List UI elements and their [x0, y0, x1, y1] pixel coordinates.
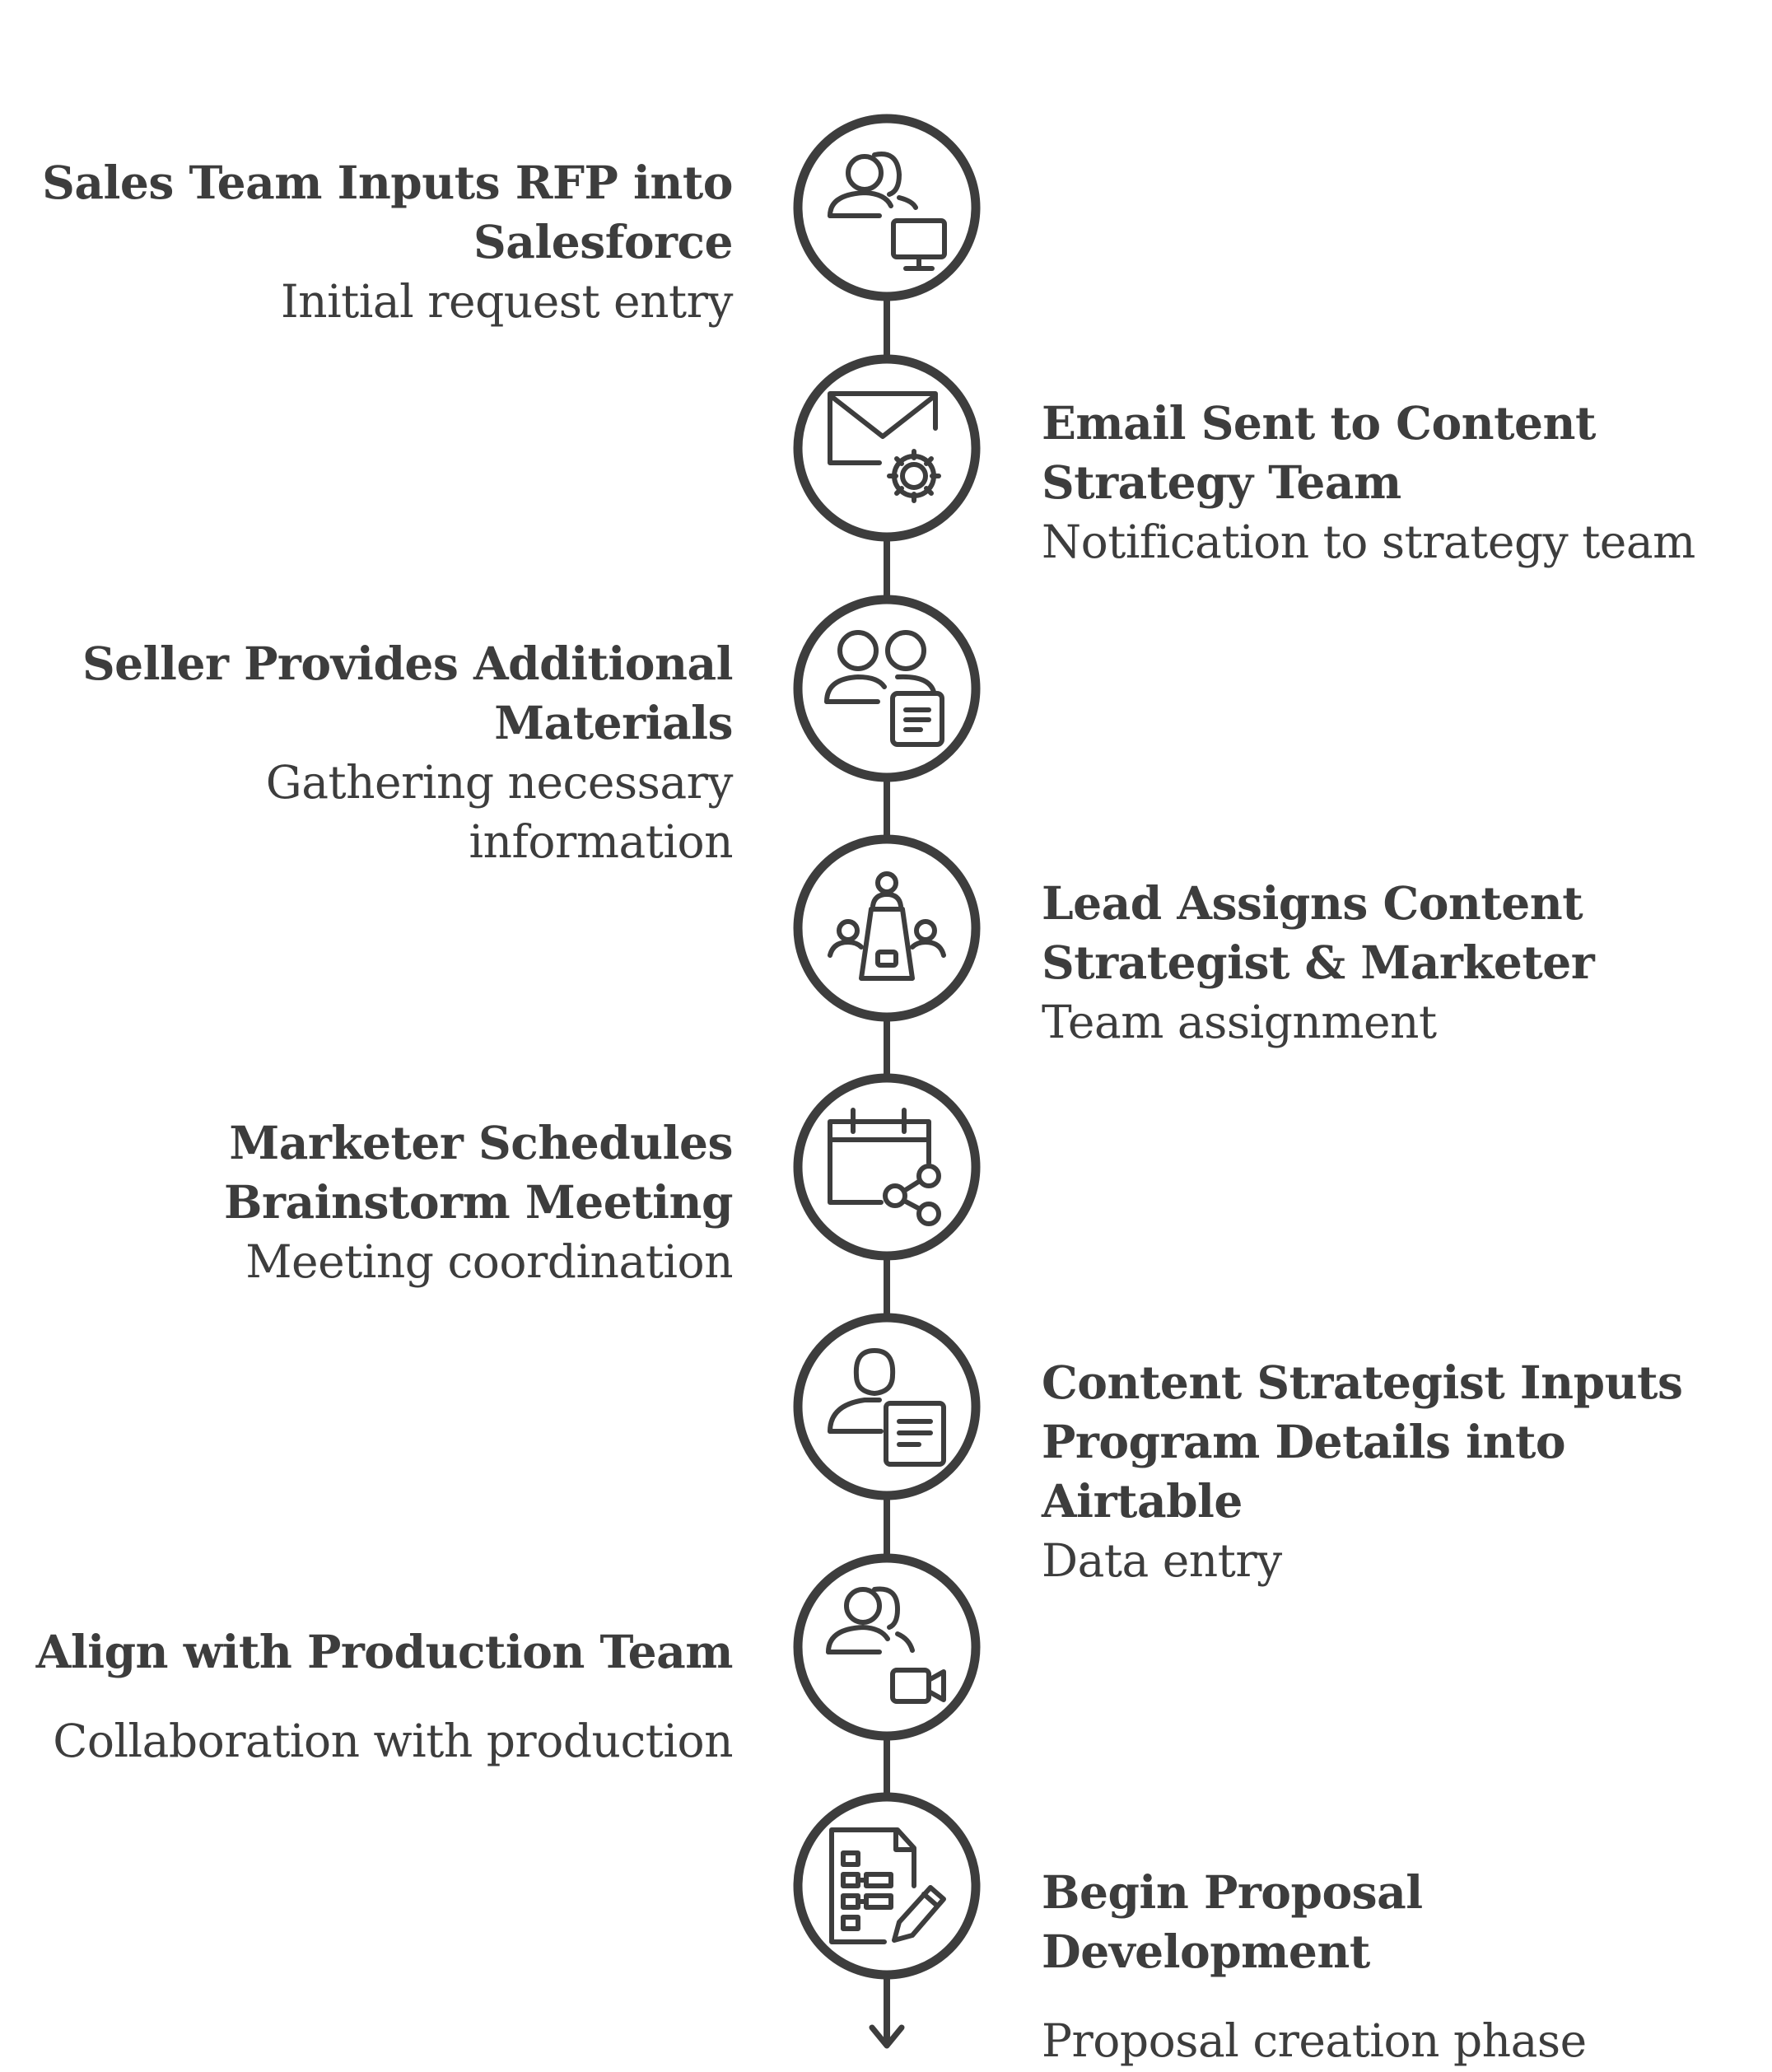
calendar-share-icon [828, 1108, 941, 1226]
step-7-node [793, 1553, 981, 1741]
step-2-title: Email Sent to Content Strategy Team [1042, 396, 1596, 509]
step-7-title: Align with Production Team [35, 1625, 734, 1678]
step-6-description: Data entry [1042, 1534, 1282, 1587]
step-5-node [793, 1073, 981, 1261]
step-4-node [793, 834, 981, 1022]
person-document-icon [828, 1348, 946, 1467]
step-8-node [793, 1792, 981, 1980]
document-pencil-icon [829, 1827, 946, 1944]
step-7-text: Align with Production Team Collaboration… [0, 1622, 734, 1771]
step-2-description: Notification to strategy team [1042, 516, 1695, 568]
arrow-head-icon [869, 2024, 905, 2049]
step-8-title: Begin Proposal Development [1042, 1865, 1423, 1978]
step-6-node [793, 1313, 981, 1500]
step-2-node [793, 354, 981, 542]
step-1-node [793, 114, 981, 301]
step-1-text: Sales Team Inputs RFP into Salesforce In… [0, 153, 733, 331]
step-6-title: Content Strategist Inputs Program Detail… [1042, 1356, 1683, 1528]
step-4-text: Lead Assigns Content Strategist & Market… [1042, 874, 1766, 1052]
step-8-text: Begin Proposal Development Proposal crea… [1042, 1863, 1766, 2070]
step-1-description: Initial request entry [280, 275, 734, 328]
users-document-icon [824, 630, 944, 747]
users-video-icon [826, 1586, 946, 1704]
step-4-title: Lead Assigns Content Strategist & Market… [1042, 876, 1595, 989]
step-3-description: Gathering necessary information [265, 756, 734, 868]
email-gear-icon [828, 391, 941, 503]
step-8-description: Proposal creation phase [1042, 2014, 1587, 2067]
step-4-description: Team assignment [1042, 996, 1437, 1048]
step-5-title: Marketer Schedules Brainstorm Meeting [224, 1116, 733, 1229]
step-5-text: Marketer Schedules Brainstorm Meeting Me… [0, 1113, 733, 1291]
step-3-title: Seller Provides Additional Materials [82, 637, 734, 749]
step-2-text: Email Sent to Content Strategy Team Noti… [1042, 394, 1766, 572]
step-7-description: Collaboration with production [53, 1715, 733, 1767]
step-5-description: Meeting coordination [245, 1235, 733, 1288]
step-1-title: Sales Team Inputs RFP into Salesforce [42, 156, 733, 268]
meeting-table-icon [828, 871, 946, 981]
step-3-node [793, 595, 981, 782]
users-monitor-icon [828, 152, 947, 271]
step-6-text: Content Strategist Inputs Program Detail… [1042, 1353, 1766, 1590]
step-3-text: Seller Provides Additional Materials Gat… [0, 634, 734, 871]
